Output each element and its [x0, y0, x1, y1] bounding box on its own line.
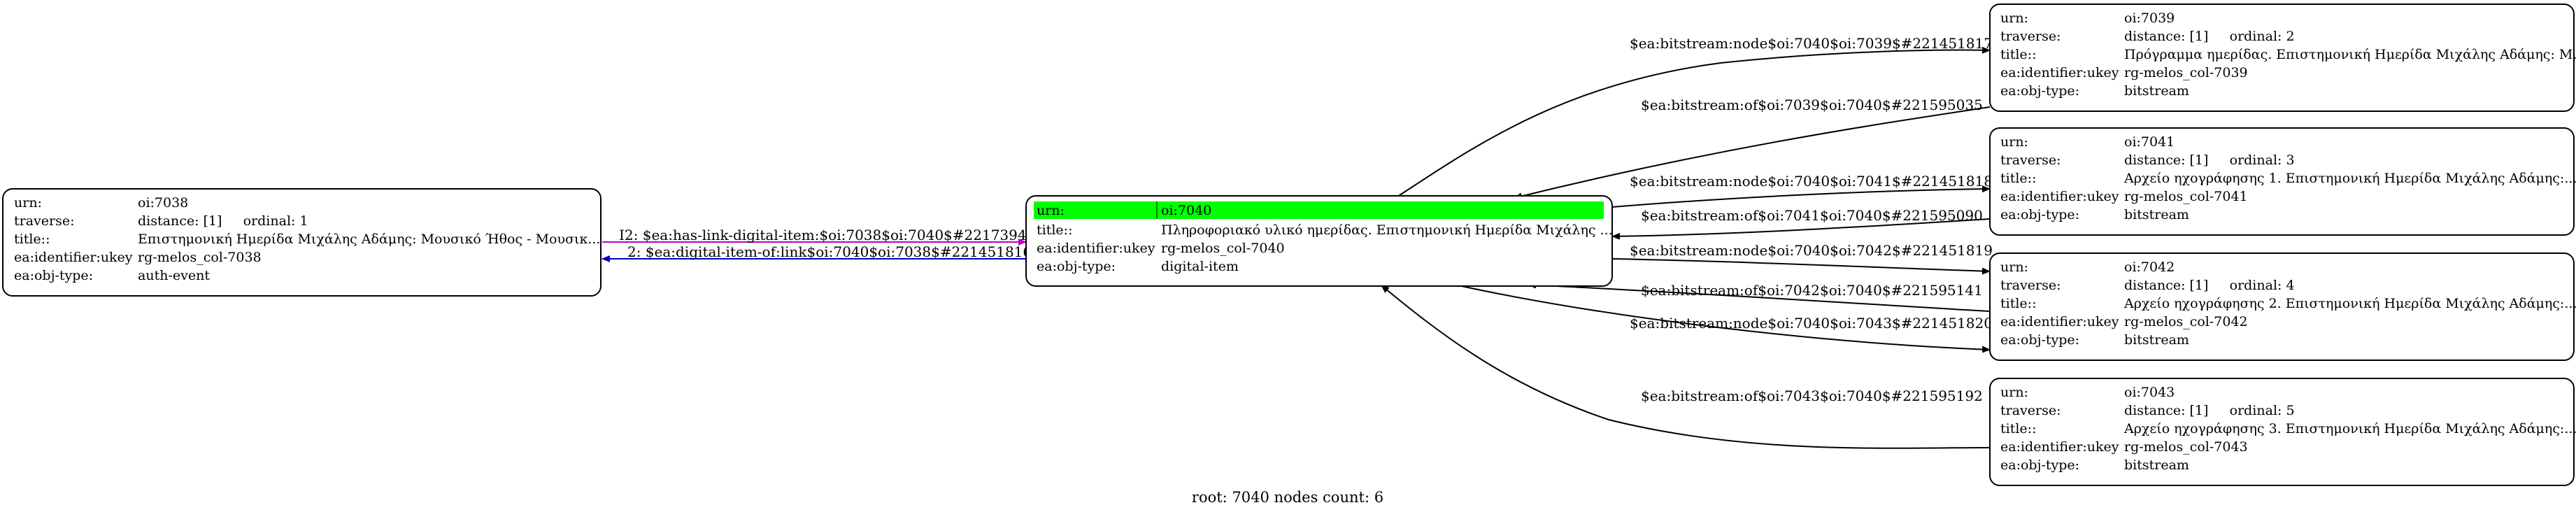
edges — [602, 46, 1991, 449]
node-7041-traverse-key: traverse: — [2000, 152, 2061, 168]
node-7041-urn-key: urn: — [2000, 134, 2028, 150]
node-7038-urn-key: urn: — [14, 195, 42, 211]
node-7041-type: bitstream — [2124, 207, 2189, 222]
node-7040-ukey-key: ea:identifier:ukey — [1037, 241, 1155, 256]
node-7042-traverse-key: traverse: — [2000, 278, 2061, 293]
node-7043-ukey-key: ea:identifier:ukey — [2000, 439, 2119, 455]
node-7041-urn: oi:7041 — [2124, 134, 2175, 150]
node-7041-title: Αρχείο ηχογράφησης 1. Επιστημονική Ημερί… — [2123, 171, 2576, 186]
node-7043-traverse: distance: [1] ordinal: 5 — [2124, 403, 2295, 418]
node-7043-urn: oi:7043 — [2124, 385, 2175, 400]
node-7040-type-key: ea:obj-type: — [1037, 259, 1116, 274]
edge-7040-to-7043 — [1454, 284, 1991, 353]
node-7038-type: auth-event — [138, 268, 210, 283]
node-7038-title-key: title:: — [14, 232, 50, 247]
node-7039-type: bitstream — [2124, 83, 2189, 99]
node-7042[interactable]: urn: oi:7042 traverse: distance: [1] ord… — [1989, 253, 2576, 361]
node-7042-title-key: title:: — [2000, 296, 2036, 311]
node-7038-urn: oi:7038 — [138, 195, 188, 211]
node-7040-title: Πληροφοριακό υλικό ημερίδας. Επιστημονικ… — [1161, 222, 1613, 238]
edge-label-7039-in: $ea:bitstream:of$oi:7039$oi:7040$#221595… — [1641, 97, 1983, 113]
node-7042-urn-key: urn: — [2000, 259, 2028, 275]
node-7039[interactable]: urn: oi:7039 traverse: distance: [1] ord… — [1989, 3, 2576, 112]
edge-label-left-in: 2: $ea:digital-item-of:link$oi:7040$oi:7… — [627, 243, 1032, 260]
node-7040-root[interactable]: urn: oi:7040 title:: Πληροφοριακό υλικό … — [1025, 195, 1613, 287]
node-7040-ukey: rg-melos_col-7040 — [1161, 241, 1285, 256]
root-urn-highlight — [1034, 201, 1604, 219]
node-7039-traverse: distance: [1] ordinal: 2 — [2124, 29, 2295, 44]
node-7042-ukey: rg-melos_col-7042 — [2124, 314, 2248, 329]
node-7038-title: Επιστημονική Ημερίδα Μιχάλης Αδάμης: Μου… — [138, 232, 600, 247]
graph-footer: root: 7040 nodes count: 6 — [1192, 489, 1383, 506]
edge-label-7041-in: $ea:bitstream:of$oi:7041$oi:7040$#221595… — [1641, 207, 1983, 224]
edge-label-left-out: I2: $ea:has-link-digital-item:$oi:7038$o… — [619, 227, 1044, 243]
node-7042-ukey-key: ea:identifier:ukey — [2000, 314, 2119, 329]
edge-label-7042-in: $ea:bitstream:of$oi:7042$oi:7040$#221595… — [1641, 282, 1983, 299]
node-7043-title: Αρχείο ηχογράφησης 3. Επιστημονική Ημερί… — [2123, 421, 2576, 436]
node-7040-title-key: title:: — [1037, 222, 1072, 238]
node-7039-title-key: title:: — [2000, 47, 2036, 62]
node-7042-title: Αρχείο ηχογράφησης 2. Επιστημονική Ημερί… — [2123, 296, 2576, 311]
node-7038-ukey-key: ea:identifier:ukey — [14, 250, 133, 265]
node-7040-type: digital-item — [1161, 259, 1239, 274]
node-7041-type-key: ea:obj-type: — [2000, 207, 2079, 222]
edge-7040-to-7041 — [1611, 185, 1991, 208]
edge-7042-to-7040 — [1528, 281, 1991, 312]
edge-7043-to-7040 — [1381, 285, 1991, 449]
node-7040-urn-key: urn: — [1037, 203, 1065, 218]
node-7039-urn: oi:7039 — [2124, 10, 2175, 26]
node-7039-ukey: rg-melos_col-7039 — [2124, 65, 2248, 80]
node-7042-traverse: distance: [1] ordinal: 4 — [2124, 278, 2295, 293]
edge-label-7039-out: $ea:bitstream:node$oi:7040$oi:7039$#2214… — [1630, 35, 1993, 52]
node-7043-ukey: rg-melos_col-7043 — [2124, 439, 2248, 455]
edge-label-7043-in: $ea:bitstream:of$oi:7043$oi:7040$#221595… — [1641, 387, 1983, 404]
edge-7039-to-7040 — [1514, 106, 1991, 200]
node-7042-type-key: ea:obj-type: — [2000, 332, 2079, 348]
node-7038[interactable]: urn: oi:7038 traverse: distance: [1] ord… — [2, 188, 602, 297]
edge-label-7043-out: $ea:bitstream:node$oi:7040$oi:7043$#2214… — [1630, 315, 1993, 332]
edge-7041-to-7040 — [1611, 218, 1991, 240]
node-7043-title-key: title:: — [2000, 421, 2036, 436]
node-7042-type: bitstream — [2124, 332, 2189, 348]
edge-labels: I2: $ea:has-link-digital-item:$oi:7038$o… — [619, 35, 1993, 404]
node-7043-type-key: ea:obj-type: — [2000, 457, 2079, 473]
node-7041-traverse: distance: [1] ordinal: 3 — [2124, 152, 2295, 168]
node-7038-ukey: rg-melos_col-7038 — [138, 250, 262, 265]
node-7040-urn: oi:7040 — [1161, 203, 1211, 218]
node-7043[interactable]: urn: oi:7043 traverse: distance: [1] ord… — [1989, 378, 2576, 486]
node-7039-title: Πρόγραμμα ημερίδας. Επιστημονική Ημερίδα… — [2124, 47, 2576, 62]
node-7039-urn-key: urn: — [2000, 10, 2028, 26]
node-7041[interactable]: urn: oi:7041 traverse: distance: [1] ord… — [1989, 127, 2576, 236]
edge-7040-to-7042 — [1611, 258, 1991, 275]
node-7041-title-key: title:: — [2000, 171, 2036, 186]
edge-label-7042-out: $ea:bitstream:node$oi:7040$oi:7042$#2214… — [1630, 242, 1993, 259]
node-7043-type: bitstream — [2124, 457, 2189, 473]
node-7039-type-key: ea:obj-type: — [2000, 83, 2079, 99]
edge-label-7041-out: $ea:bitstream:node$oi:7040$oi:7041$#2214… — [1630, 173, 1993, 190]
node-7038-traverse: distance: [1] ordinal: 1 — [138, 213, 308, 229]
node-7043-urn-key: urn: — [2000, 385, 2028, 400]
node-7043-traverse-key: traverse: — [2000, 403, 2061, 418]
node-7042-urn: oi:7042 — [2124, 259, 2175, 275]
node-7039-ukey-key: ea:identifier:ukey — [2000, 65, 2119, 80]
node-7039-traverse-key: traverse: — [2000, 29, 2061, 44]
node-7041-ukey-key: ea:identifier:ukey — [2000, 189, 2119, 204]
node-7038-type-key: ea:obj-type: — [14, 268, 93, 283]
node-7041-ukey: rg-melos_col-7041 — [2124, 189, 2248, 204]
edge-7040-to-7039 — [1395, 46, 1991, 199]
node-7038-traverse-key: traverse: — [14, 213, 75, 229]
